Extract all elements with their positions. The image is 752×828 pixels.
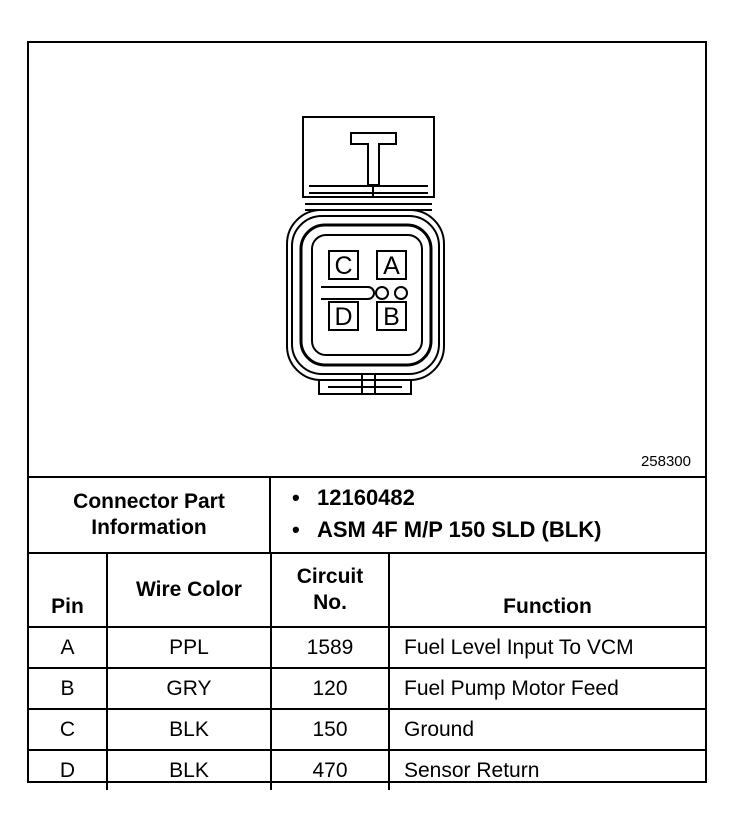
cell-wire-color: BLK: [106, 708, 272, 751]
connector-part-info-label: Connector Part Information: [29, 478, 271, 552]
pin-table: Pin Wire Color Circuit No. Function A PP…: [29, 554, 705, 790]
pin-table-header: Pin Wire Color Circuit No. Function: [29, 554, 705, 628]
keyway-slot: [321, 286, 375, 300]
cell-function: Fuel Level Input To VCM: [388, 626, 705, 669]
terminal-d: [328, 301, 359, 331]
header-wire-color: Wire Color: [106, 554, 272, 628]
connector-latch: [302, 116, 435, 211]
figure-number: 258300: [640, 453, 691, 470]
pin-label-a: A: [383, 252, 400, 280]
connector-drawing: C A D B 258300: [29, 43, 705, 478]
connector-diagram-frame: C A D B 258300 Connector Part Informatio…: [27, 41, 707, 790]
part-description: ASM 4F M/P 150 SLD (BLK): [292, 514, 705, 546]
table-row: D BLK 470 Sensor Return: [29, 749, 705, 790]
cell-wire-color: BLK: [106, 749, 272, 790]
connector-body: [286, 209, 445, 381]
connector-bottom-tab: [318, 374, 412, 395]
terminal-c: [328, 250, 359, 280]
cell-wire-color: PPL: [106, 626, 272, 669]
cell-circuit: 1589: [270, 626, 390, 669]
cell-circuit: 150: [270, 708, 390, 751]
pin-label-d: D: [334, 303, 352, 331]
pin-label-c: C: [334, 252, 352, 280]
header-circuit-line1: Circuit: [296, 565, 364, 588]
cell-function: Sensor Return: [388, 749, 705, 790]
connector-part-info-row: Connector Part Information 12160482 ASM …: [29, 478, 705, 554]
cell-pin: D: [29, 749, 108, 790]
cell-pin: B: [29, 667, 108, 710]
header-pin: Pin: [29, 554, 108, 628]
table-row: A PPL 1589 Fuel Level Input To VCM: [29, 626, 705, 669]
connector-part-info-list: 12160482 ASM 4F M/P 150 SLD (BLK): [271, 478, 705, 552]
cell-circuit: 470: [270, 749, 390, 790]
table-row: C BLK 150 Ground: [29, 708, 705, 751]
header-circuit-line2: No.: [313, 591, 347, 614]
part-number: 12160482: [292, 482, 705, 514]
header-circuit-no: Circuit No.: [270, 554, 390, 628]
cell-function: Fuel Pump Motor Feed: [388, 667, 705, 710]
terminal-b: [376, 301, 407, 331]
cell-function: Ground: [388, 708, 705, 751]
terminal-a: [376, 250, 407, 280]
polarization-hole-right: [394, 286, 408, 300]
header-function: Function: [388, 554, 705, 628]
cell-pin: C: [29, 708, 108, 751]
connector-illustration: C A D B: [286, 116, 445, 395]
cell-pin: A: [29, 626, 108, 669]
polarization-hole-left: [375, 286, 389, 300]
cell-circuit: 120: [270, 667, 390, 710]
cell-wire-color: GRY: [106, 667, 272, 710]
pin-label-b: B: [383, 303, 400, 331]
connector-part-info-label-text: Connector Part Information: [73, 490, 225, 539]
table-row: B GRY 120 Fuel Pump Motor Feed: [29, 667, 705, 710]
